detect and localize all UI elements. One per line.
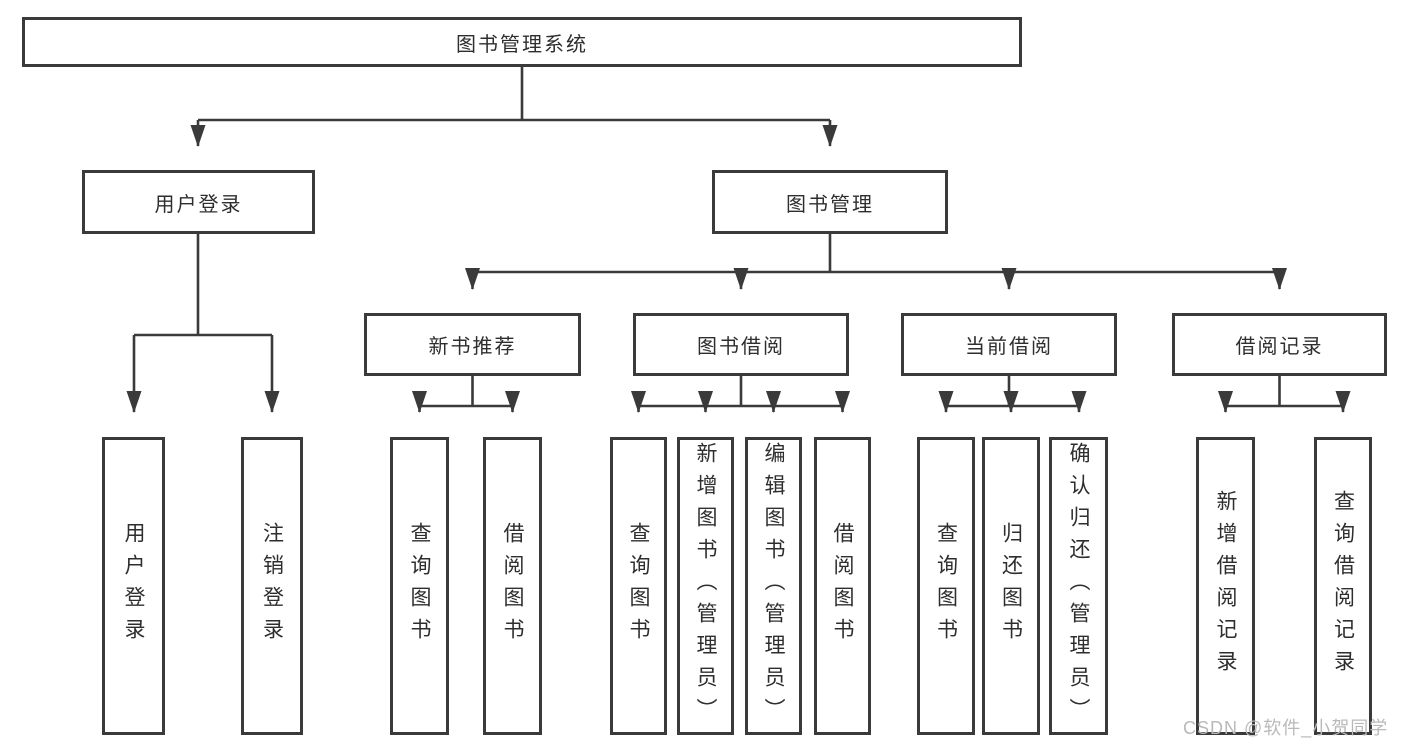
node-label: 图书借阅 xyxy=(697,336,785,358)
leaf-confirm-return-admin: 确认归还（管理员） xyxy=(1049,437,1108,735)
node-label: 查询借阅记录 xyxy=(1331,490,1355,682)
node-label: 图书管理系统 xyxy=(456,33,588,56)
leaf-query-books-current: 查询图书 xyxy=(917,437,975,735)
leaf-borrow-books-recommend: 借阅图书 xyxy=(483,437,542,735)
csdn-watermark: CSDN @软件_小贺同学 xyxy=(1183,718,1389,738)
node-label: 查询图书 xyxy=(627,522,650,650)
leaf-user-login: 用户登录 xyxy=(102,437,165,735)
node-label: 确认归还（管理员） xyxy=(1067,442,1090,730)
node-label: 图书管理 xyxy=(786,193,874,216)
node-label: 注销登录 xyxy=(260,522,284,650)
node-label: 借阅图书 xyxy=(501,522,524,650)
leaf-return-books: 归还图书 xyxy=(982,437,1040,735)
node-label: 新书推荐 xyxy=(428,336,517,358)
leaf-add-borrow-record: 新增借阅记录 xyxy=(1196,437,1255,735)
leaf-query-books-recommend: 查询图书 xyxy=(390,437,449,735)
leaf-logout: 注销登录 xyxy=(241,437,303,735)
node-label: 编辑图书（管理员） xyxy=(762,442,785,730)
node-current-borrow: 当前借阅 xyxy=(901,313,1117,376)
leaf-add-books-admin: 新增图书（管理员） xyxy=(677,437,734,735)
leaf-query-books-borrow: 查询图书 xyxy=(610,437,667,735)
node-label: 借阅图书 xyxy=(831,522,854,650)
node-label: 查询图书 xyxy=(934,522,958,650)
leaf-query-borrow-record: 查询借阅记录 xyxy=(1314,437,1372,735)
node-label: 当前借阅 xyxy=(965,336,1053,358)
leaf-edit-books-admin: 编辑图书（管理员） xyxy=(745,437,802,735)
node-library-management-system: 图书管理系统 xyxy=(22,17,1022,67)
node-label: 新增借阅记录 xyxy=(1214,490,1237,682)
leaf-borrow-books: 借阅图书 xyxy=(814,437,871,735)
node-label: 用户登录 xyxy=(122,522,145,650)
node-book-borrow: 图书借阅 xyxy=(633,313,849,376)
node-label: 新增图书（管理员） xyxy=(694,442,717,730)
node-label: 查询图书 xyxy=(408,522,431,650)
node-user-login-group: 用户登录 xyxy=(82,170,315,234)
node-label: 借阅记录 xyxy=(1235,336,1324,358)
node-label: 归还图书 xyxy=(999,522,1023,650)
node-book-management: 图书管理 xyxy=(712,170,948,234)
node-label: 用户登录 xyxy=(154,193,243,216)
node-borrow-records: 借阅记录 xyxy=(1172,313,1387,376)
node-new-book-recommend: 新书推荐 xyxy=(364,313,581,376)
